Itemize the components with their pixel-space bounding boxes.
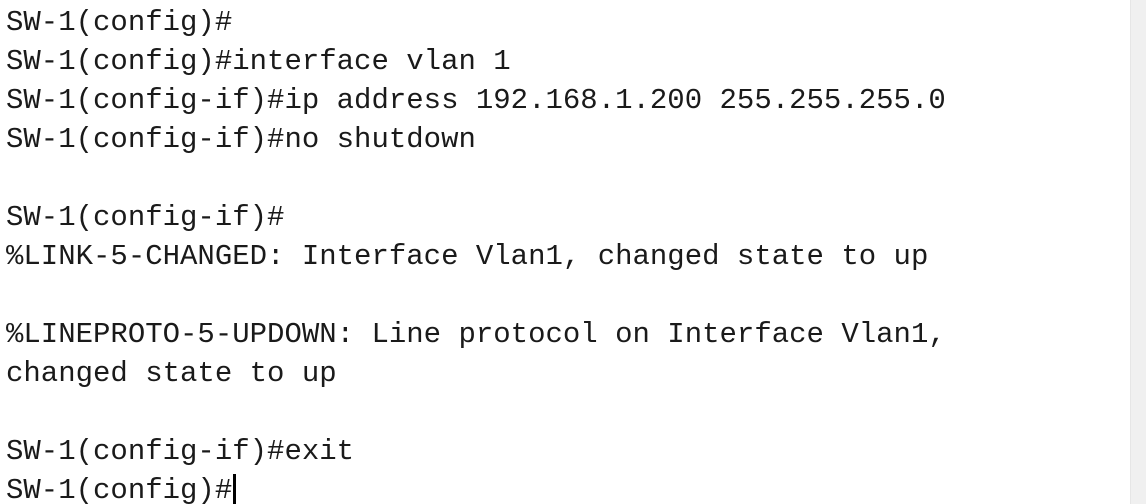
- terminal-line: SW-1(config-if)#exit: [6, 435, 355, 468]
- terminal-line: SW-1(config)#interface vlan 1: [6, 45, 511, 78]
- terminal-line: %LINEPROTO-5-UPDOWN: Line protocol on In…: [6, 318, 946, 351]
- terminal-line: %LINK-5-CHANGED: Interface Vlan1, change…: [6, 240, 929, 273]
- text-cursor: [233, 474, 237, 504]
- terminal-line: SW-1(config-if)#ip address 192.168.1.200…: [6, 84, 946, 117]
- terminal-line: SW-1(config-if)#no shutdown: [6, 123, 476, 156]
- command-prompt: SW-1(config)#: [6, 474, 233, 504]
- terminal-line: changed state to up: [6, 357, 337, 390]
- terminal-output: SW-1(config)# SW-1(config)#interface vla…: [6, 0, 1131, 504]
- terminal-line: [6, 159, 1131, 198]
- terminal-input-line[interactable]: SW-1(config)#: [6, 471, 1131, 504]
- terminal-line: [6, 276, 1131, 315]
- terminal-line: [6, 393, 1131, 432]
- vertical-scrollbar[interactable]: [1130, 0, 1146, 504]
- terminal-line: SW-1(config)#: [6, 6, 233, 39]
- terminal-line: SW-1(config-if)#: [6, 201, 285, 234]
